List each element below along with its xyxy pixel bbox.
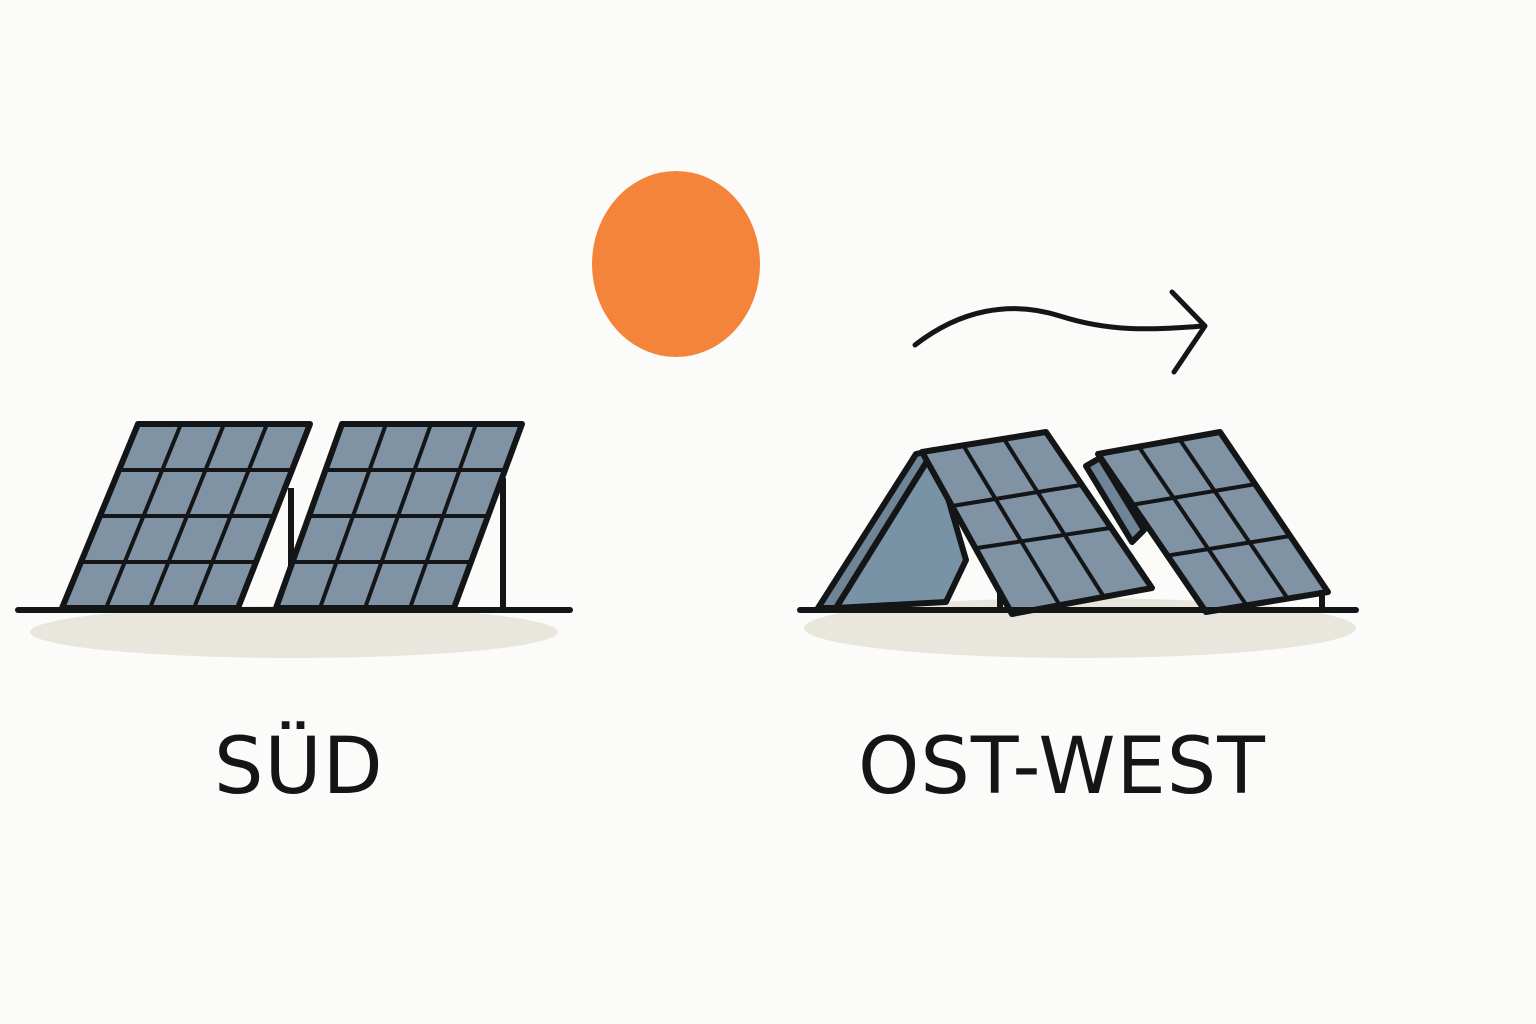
east-panel-front [919, 429, 1155, 617]
sun-icon [592, 171, 760, 357]
cell-grid [951, 437, 1111, 606]
label-south: SÜD [214, 722, 384, 812]
label-east-west: OST-WEST [858, 722, 1266, 812]
south-panel-2 [273, 421, 525, 611]
ground-shadow-left [30, 606, 558, 658]
south-panel-1 [59, 421, 313, 611]
cell-grid [1130, 438, 1291, 608]
west-panel-front [1095, 429, 1331, 615]
curved-arrow-right-icon [912, 289, 1208, 375]
cell-grid [292, 423, 505, 609]
cell-grid [81, 423, 292, 609]
west-panel-left [1083, 455, 1147, 545]
south-panels-group [15, 421, 573, 658]
east-west-panels-group [797, 429, 1359, 658]
